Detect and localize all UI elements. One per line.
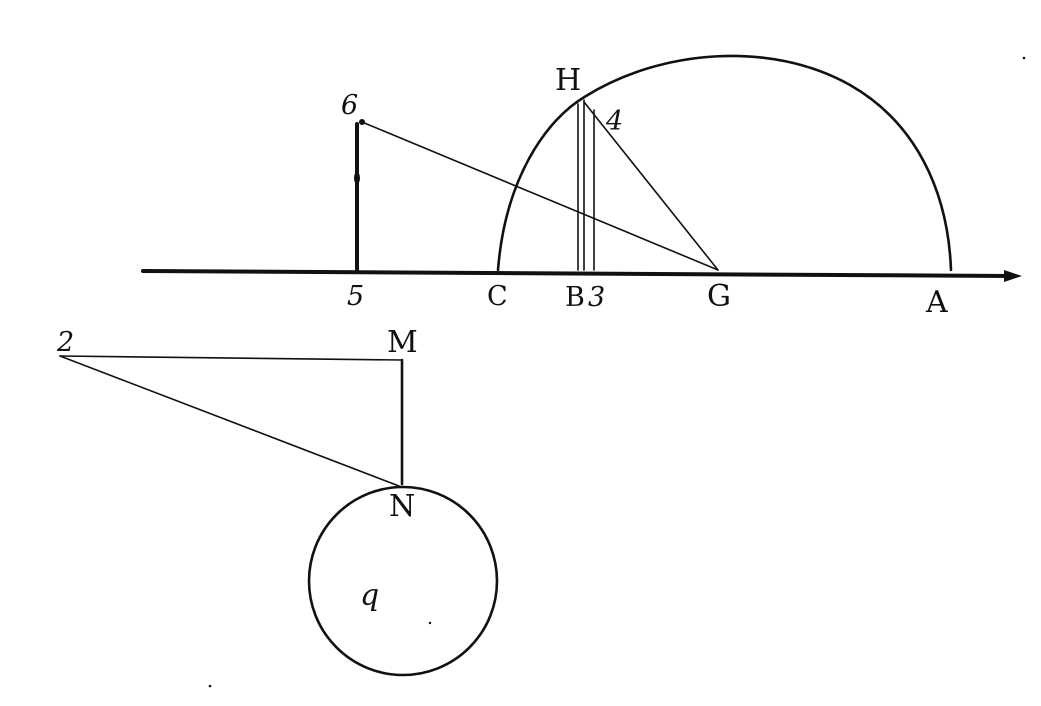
- label-2: 2: [56, 327, 74, 358]
- label-C: C: [487, 281, 508, 312]
- semicircle-arc: [496, 54, 953, 272]
- label-B: B: [565, 282, 585, 313]
- label-4: 4: [605, 106, 623, 137]
- label-A: A: [925, 285, 948, 320]
- speck: [1022, 56, 1026, 60]
- segment-2-M: [59, 355, 403, 361]
- speck: [428, 621, 432, 625]
- segment-6-G: [361, 121, 719, 271]
- label-3: 3: [588, 282, 605, 313]
- label-H: H: [555, 63, 581, 98]
- baseline-arrowhead: [1004, 270, 1022, 282]
- segment-H-G: [583, 101, 719, 271]
- mark-on-5-6: [354, 172, 360, 184]
- speck: [208, 684, 212, 688]
- baseline: [141, 269, 1012, 278]
- label-6: 6: [341, 90, 358, 121]
- label-N: N: [389, 489, 415, 524]
- label-q: q: [360, 578, 379, 613]
- label-5: 5: [347, 281, 364, 312]
- circle-q: [307, 485, 499, 677]
- label-M: M: [387, 325, 418, 360]
- label-G: G: [707, 279, 731, 314]
- segment-2-N: [59, 355, 400, 487]
